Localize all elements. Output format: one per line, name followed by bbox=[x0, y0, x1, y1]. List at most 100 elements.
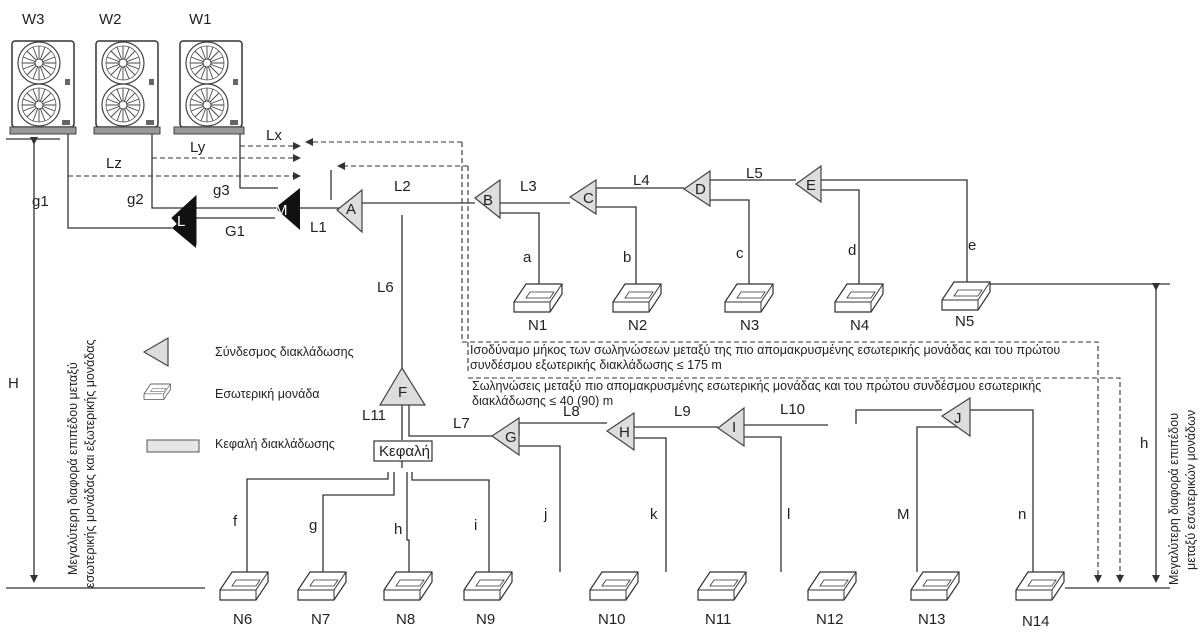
height-right-line2: μεταξύ εσωτερικών μονάδων bbox=[1184, 410, 1198, 570]
legend-header-icon bbox=[146, 439, 200, 453]
label-branch-f: f bbox=[233, 513, 238, 530]
height-left-line1: Μεγαλύτερη διαφορά επιπέδου μεταξύ bbox=[66, 362, 80, 575]
label-branch-k: k bbox=[650, 506, 658, 523]
label-branch-M: M bbox=[897, 506, 910, 523]
label-n13: N13 bbox=[918, 611, 946, 628]
outdoor-piping bbox=[67, 134, 340, 229]
legend: Σύνδεσμος διακλάδωσης Εσωτερική μονάδα Κ… bbox=[142, 336, 354, 453]
label-L6: L6 bbox=[377, 279, 394, 296]
label-L2: L2 bbox=[394, 178, 411, 195]
label-n1: N1 bbox=[528, 317, 547, 334]
label-n7: N7 bbox=[311, 611, 330, 628]
label-joint-e: E bbox=[806, 177, 816, 194]
label-branch-h: h bbox=[394, 521, 402, 538]
label-n3: N3 bbox=[740, 317, 759, 334]
note-piping-line2: διακλάδωσης ≤ 40 (90) m bbox=[472, 394, 613, 408]
note-equivalent-line2: συνδέσμου εξωτερικής διακλάδωσης ≤ 175 m bbox=[470, 358, 722, 372]
height-left-line2: εσωτερικής μονάδας και εξωτερικής μονάδα… bbox=[83, 339, 97, 588]
label-n2: N2 bbox=[628, 317, 647, 334]
label-g3: g3 bbox=[213, 182, 230, 199]
note-equivalent-line1: Ισοδύναμο μήκος των σωληνώσεων μεταξύ τη… bbox=[470, 343, 1060, 357]
label-branch-j: j bbox=[543, 506, 547, 523]
label-joint-i: I bbox=[732, 419, 736, 436]
label-branch-l: l bbox=[787, 506, 790, 523]
label-n9: N9 bbox=[476, 611, 495, 628]
outdoor-unit-w2 bbox=[93, 41, 161, 135]
note-arrows bbox=[462, 341, 1124, 583]
legend-indoor-label: Εσωτερική μονάδα bbox=[215, 387, 320, 401]
label-n6: N6 bbox=[233, 611, 252, 628]
header-box bbox=[373, 440, 433, 462]
label-joint-a: A bbox=[346, 201, 356, 218]
joint-l bbox=[171, 194, 197, 248]
label-L4: L4 bbox=[633, 172, 650, 189]
label-w3: W3 bbox=[22, 11, 45, 28]
label-w2: W2 bbox=[99, 11, 122, 28]
label-joint-j: J bbox=[954, 410, 962, 427]
indoor-unit-n12 bbox=[807, 571, 857, 601]
label-n10: N10 bbox=[598, 611, 626, 628]
joint-a bbox=[336, 188, 363, 234]
label-L3: L3 bbox=[520, 178, 537, 195]
label-joint-f: F bbox=[398, 384, 407, 401]
label-branch-n: n bbox=[1018, 506, 1026, 523]
label-joint-h: H bbox=[619, 424, 630, 441]
label-L5: L5 bbox=[746, 165, 763, 182]
label-joint-c: C bbox=[583, 190, 594, 207]
header-label: Κεφαλή bbox=[379, 443, 430, 460]
label-n5: N5 bbox=[955, 313, 974, 330]
label-branch-c: c bbox=[736, 245, 744, 262]
label-Lz: Lz bbox=[106, 155, 122, 172]
legend-joint-label: Σύνδεσμος διακλάδωσης bbox=[215, 345, 354, 359]
label-L7: L7 bbox=[453, 415, 470, 432]
label-L9: L9 bbox=[674, 403, 691, 420]
joint-j bbox=[940, 396, 971, 438]
joint-d bbox=[682, 169, 711, 208]
outdoor-unit-w1 bbox=[173, 41, 245, 135]
height-dimensions bbox=[6, 137, 1170, 589]
indoor-unit-n6 bbox=[219, 571, 269, 601]
joint-e bbox=[794, 164, 822, 204]
label-joint-l: L bbox=[177, 213, 185, 230]
indoor-unit-n8 bbox=[383, 571, 433, 601]
label-h: h bbox=[1140, 435, 1148, 452]
joint-h bbox=[605, 411, 635, 452]
legend-indoor-icon bbox=[143, 383, 171, 400]
outdoor-unit-w3 bbox=[9, 41, 77, 135]
joint-g bbox=[490, 416, 520, 457]
label-n11: N11 bbox=[705, 611, 731, 628]
indoor-unit-n3 bbox=[724, 283, 774, 313]
label-branch-b: b bbox=[623, 249, 631, 266]
label-branch-a: a bbox=[523, 249, 532, 266]
indoor-unit-n5 bbox=[941, 281, 991, 311]
label-G1: G1 bbox=[225, 223, 245, 240]
indoor-piping bbox=[246, 179, 1034, 572]
label-L8: L8 bbox=[563, 403, 580, 420]
label-L10: L10 bbox=[780, 401, 805, 418]
label-H: H bbox=[8, 375, 19, 392]
label-Lx: Lx bbox=[266, 127, 282, 144]
joint-i bbox=[716, 406, 745, 448]
indoor-unit-n11 bbox=[697, 571, 747, 601]
indoor-unit-n2 bbox=[612, 283, 662, 313]
indoor-unit-n4 bbox=[834, 283, 884, 313]
indoor-unit-n7 bbox=[297, 571, 347, 601]
joint-f bbox=[378, 366, 427, 406]
indoor-unit-n14 bbox=[1015, 571, 1065, 601]
label-joint-b: B bbox=[483, 192, 493, 209]
label-branch-i: i bbox=[474, 517, 477, 534]
label-branch-d: d bbox=[848, 242, 856, 259]
label-g2: g2 bbox=[127, 191, 144, 208]
note-piping-line1: Σωληνώσεις μεταξύ πιο απομακρυσμένης εσω… bbox=[472, 379, 1041, 393]
indoor-unit-n1 bbox=[513, 283, 563, 313]
dimension-lines bbox=[68, 138, 469, 372]
legend-joint-icon bbox=[142, 336, 169, 368]
label-n4: N4 bbox=[850, 317, 869, 334]
indoor-unit-n9 bbox=[463, 571, 513, 601]
joint-c bbox=[568, 178, 597, 216]
label-L1: L1 bbox=[310, 219, 327, 236]
label-branch-e: e bbox=[968, 237, 976, 254]
indoor-unit-n10 bbox=[589, 571, 639, 601]
label-joint-m: M bbox=[275, 202, 288, 219]
